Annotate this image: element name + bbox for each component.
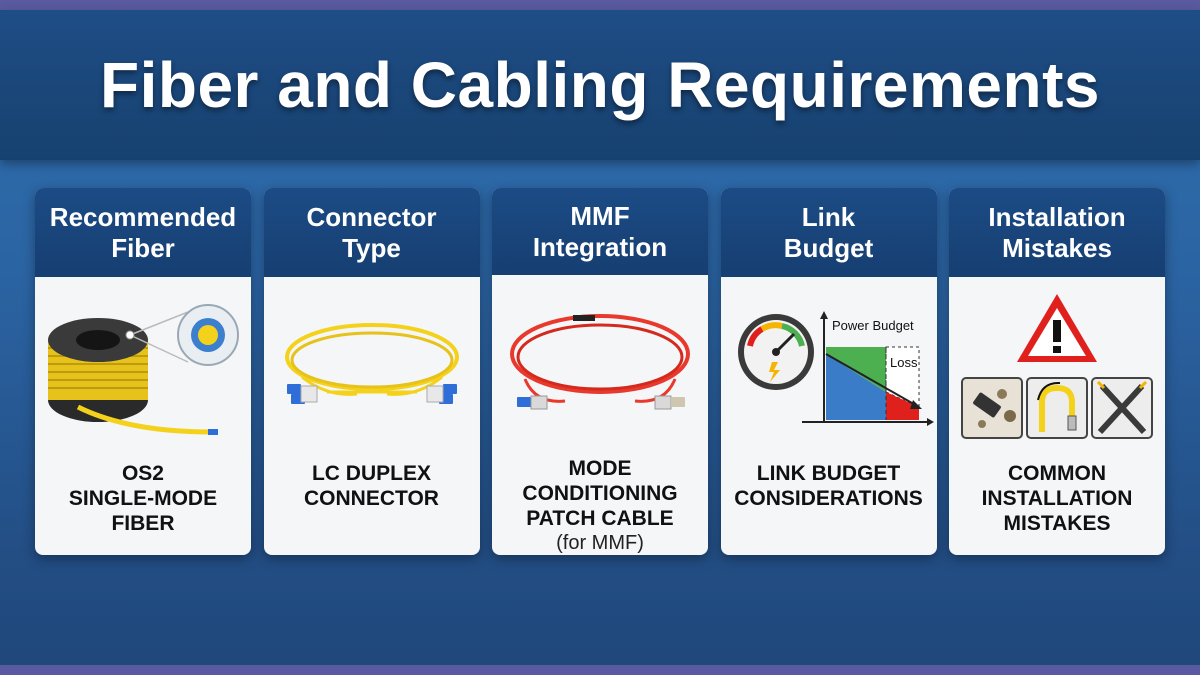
card-mmf-integration: MMF Integration MODE CONDITIONING PATCH … [492, 188, 708, 555]
card-header-title: Connector Type [306, 201, 437, 263]
caption-main: LC DUPLEX CONNECTOR [304, 462, 439, 510]
card-header: Recommended Fiber [35, 188, 251, 277]
loss-label: Loss [890, 355, 918, 370]
card-illustration [264, 277, 480, 457]
power-budget-label: Power Budget [832, 318, 914, 333]
card-row: Recommended Fiber [35, 188, 1165, 555]
fiber-spool-icon [48, 304, 239, 435]
card-caption: LINK BUDGET CONSIDERATIONS [721, 457, 937, 555]
card-header: Connector Type [263, 188, 480, 277]
page-title: Fiber and Cabling Requirements [99, 49, 1101, 121]
caption-main: OS2 SINGLE-MODE FIBER [68, 462, 218, 535]
card-illustration [35, 277, 251, 457]
title-banner: Fiber and Cabling Requirements [0, 10, 1200, 160]
card-caption: COMMON INSTALLATION MISTAKES [949, 457, 1165, 555]
card-header: Link Budget [720, 188, 937, 277]
card-illustration [949, 277, 1165, 457]
card-header-title: Installation Mistakes [988, 201, 1126, 263]
card-header-title: MMF Integration [532, 200, 668, 262]
card-header-title: Recommended Fiber [49, 201, 237, 263]
card-installation-mistakes: Installation Mistakes [949, 188, 1165, 555]
tight-bend-icon [1026, 377, 1088, 439]
power-gauge-chart-icon: Power Budget Loss [737, 311, 934, 426]
top-edge-strip [0, 0, 1200, 10]
caption-main: LINK BUDGET CONSIDERATIONS [734, 462, 923, 510]
card-connector-type: Connector Type LC DUPLEX CONNECTOR [263, 188, 480, 555]
card-caption: LC DUPLEX CONNECTOR [264, 457, 480, 555]
card-caption: MODE CONDITIONING PATCH CABLE (for MMF) [492, 452, 708, 555]
caption-sub: (for MMF) [556, 532, 644, 554]
caption-main: MODE CONDITIONING PATCH CABLE [522, 457, 678, 530]
caption-main: COMMON INSTALLATION MISTAKES [981, 462, 1133, 535]
card-header: Installation Mistakes [949, 188, 1165, 277]
mode-conditioning-cable-icon [510, 313, 690, 410]
warning-triangle-icon [961, 294, 1153, 439]
bottom-edge-strip [0, 665, 1200, 675]
card-illustration [492, 275, 708, 452]
card-caption: OS2 SINGLE-MODE FIBER [35, 457, 251, 555]
lc-duplex-cable-icon [284, 323, 459, 404]
card-illustration: Power Budget Loss [721, 277, 937, 457]
crossed-cables-icon [1091, 377, 1153, 439]
dirty-connector-icon [961, 377, 1023, 439]
card-header-title: Link Budget [783, 201, 874, 263]
card-link-budget: Link Budget [720, 188, 937, 555]
card-recommended-fiber: Recommended Fiber [35, 188, 251, 555]
card-header: MMF Integration [492, 188, 708, 276]
